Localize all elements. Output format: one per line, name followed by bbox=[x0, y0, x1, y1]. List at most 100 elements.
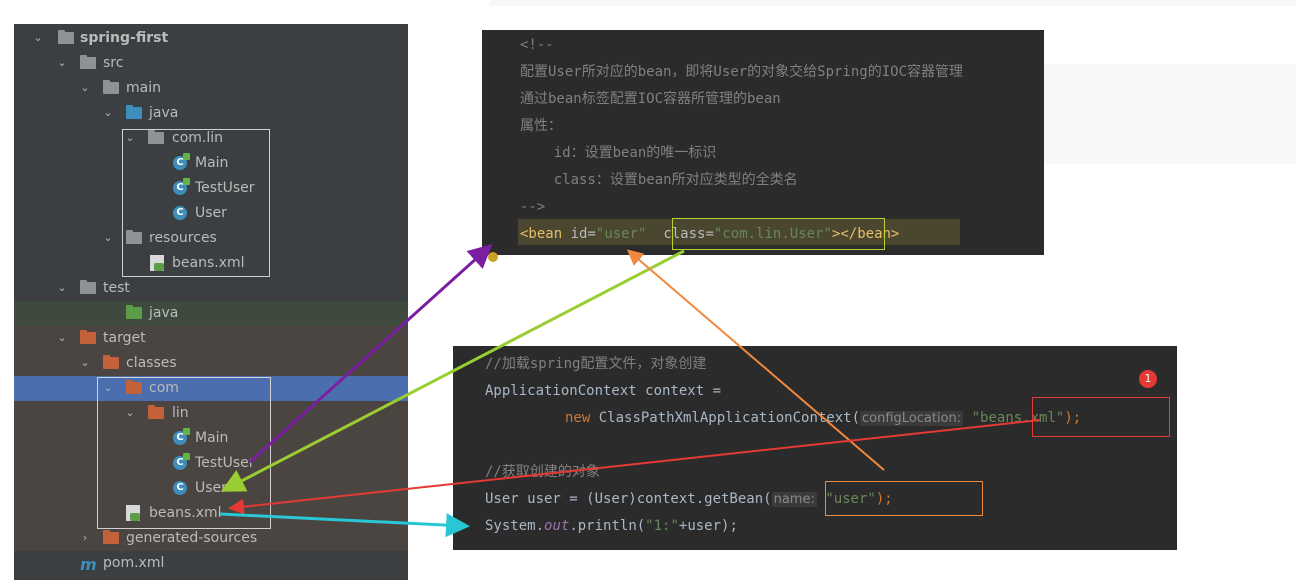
xml-file-icon bbox=[150, 255, 166, 271]
tree-label: User bbox=[195, 205, 227, 221]
tree-row-compiled-xml[interactable]: beans.xml bbox=[14, 501, 408, 526]
java-code-line: User user = (User)context.getBean(name: … bbox=[485, 490, 893, 508]
java-code-line: ApplicationContext context = bbox=[485, 383, 722, 399]
tree-row-classes[interactable]: ⌄ classes bbox=[14, 351, 408, 376]
xml-attr: class= bbox=[663, 226, 714, 242]
excluded-folder-icon bbox=[80, 330, 96, 346]
class-icon: C bbox=[172, 453, 190, 471]
tree-row-target[interactable]: ⌄ target bbox=[14, 326, 408, 351]
maven-icon: m bbox=[80, 555, 97, 574]
arrow-green bbox=[220, 249, 685, 492]
tree-label: TestUser bbox=[195, 455, 255, 471]
tree-label: resources bbox=[149, 230, 217, 246]
xml-tag: <bean bbox=[520, 226, 563, 242]
tree-row-test-java[interactable]: java bbox=[14, 301, 408, 326]
xml-value: "user" bbox=[595, 226, 647, 242]
java-comment: //加载spring配置文件，对象创建 bbox=[485, 356, 707, 372]
excluded-folder-icon bbox=[103, 355, 119, 371]
tree-row-lin[interactable]: ⌄ lin bbox=[14, 401, 408, 426]
tree-row-project[interactable]: ⌄ spring-first bbox=[14, 26, 408, 51]
xml-comment-line: 属性： bbox=[520, 118, 562, 134]
tree-row-test[interactable]: ⌄ test bbox=[14, 276, 408, 301]
tree-label: User bbox=[195, 480, 227, 496]
tree-label: generated-sources bbox=[126, 530, 258, 546]
tree-row-xml-file[interactable]: beans.xml bbox=[14, 251, 408, 276]
chevron-down-icon[interactable]: ⌄ bbox=[103, 381, 113, 394]
tree-row-java[interactable]: ⌄ java bbox=[14, 101, 408, 126]
chevron-down-icon[interactable]: ⌄ bbox=[33, 31, 43, 44]
java-code-line: System.out.println("1:"+user); bbox=[485, 517, 738, 535]
tree-label: src bbox=[103, 55, 124, 71]
chevron-down-icon[interactable]: ⌄ bbox=[80, 81, 90, 94]
project-tree: ⌄ spring-first ⌄ src ⌄ main ⌄ java ⌄ com… bbox=[14, 24, 408, 580]
tree-row-pom[interactable]: m pom.xml bbox=[14, 551, 408, 576]
bean-tag-line[interactable]: <bean id="user" class="com.lin.User"></b… bbox=[520, 225, 899, 243]
java-field: out bbox=[544, 518, 570, 534]
chevron-down-icon[interactable]: ⌄ bbox=[57, 281, 67, 294]
class-icon: C bbox=[172, 205, 188, 221]
xml-editor-panel: <!-- 配置User所对应的bean，即将User的对象交给Spring的IO… bbox=[482, 30, 1044, 262]
tree-row-compiled-class[interactable]: C TestUser bbox=[14, 451, 408, 476]
java-string: "user" bbox=[825, 491, 876, 507]
resources-folder-icon bbox=[126, 230, 142, 246]
tree-row-class[interactable]: C User bbox=[14, 201, 408, 226]
excluded-folder-icon bbox=[103, 530, 119, 546]
annotation-box-target bbox=[97, 377, 271, 529]
annotation-box-config bbox=[1032, 397, 1170, 437]
chevron-down-icon[interactable]: ⌄ bbox=[103, 106, 113, 119]
arrow-red bbox=[228, 419, 1041, 515]
chevron-down-icon[interactable]: ⌄ bbox=[125, 406, 135, 419]
annotation-box-name bbox=[825, 481, 983, 516]
tree-label: spring-first bbox=[80, 30, 169, 46]
chevron-right-icon[interactable]: › bbox=[82, 531, 88, 544]
xml-comment-open: <!-- bbox=[520, 37, 554, 53]
param-hint: configLocation: bbox=[860, 411, 964, 426]
tree-label: main bbox=[126, 80, 161, 96]
xml-comment-line: class：设置bean所对应类型的全类名 bbox=[520, 172, 798, 188]
xml-comment-line: 配置User所对应的bean，即将User的对象交给Spring的IOC容器管理 bbox=[520, 64, 964, 80]
class-icon: C bbox=[172, 153, 190, 171]
chevron-down-icon[interactable]: ⌄ bbox=[103, 231, 113, 244]
tree-label: pom.xml bbox=[103, 555, 165, 571]
tree-label: target bbox=[103, 330, 146, 346]
chevron-down-icon[interactable]: ⌄ bbox=[80, 356, 90, 369]
tree-label: java bbox=[149, 305, 179, 321]
tree-row-generated-sources[interactable]: › generated-sources bbox=[14, 526, 408, 551]
tree-row-package[interactable]: ⌄ com.lin bbox=[14, 126, 408, 151]
tree-label: Main bbox=[195, 430, 229, 446]
tree-label: com bbox=[149, 380, 179, 396]
arrow-purple bbox=[248, 243, 493, 464]
test-folder-icon bbox=[126, 305, 142, 321]
arrow-cyan bbox=[219, 512, 470, 538]
class-icon: C bbox=[172, 178, 190, 196]
tree-row-resources[interactable]: ⌄ resources bbox=[14, 226, 408, 251]
package-icon bbox=[148, 130, 164, 146]
chevron-down-icon[interactable]: ⌄ bbox=[57, 331, 67, 344]
tree-label: java bbox=[149, 105, 179, 121]
tree-row-class[interactable]: C Main bbox=[14, 151, 408, 176]
excluded-folder-icon bbox=[148, 405, 164, 421]
class-icon: C bbox=[172, 480, 188, 496]
tree-row-class[interactable]: C TestUser bbox=[14, 176, 408, 201]
java-call: +user); bbox=[678, 518, 738, 534]
java-editor-panel: //加载spring配置文件，对象创建 ApplicationContext c… bbox=[453, 346, 1177, 550]
java-code-line: new ClassPathXmlApplicationContext(confi… bbox=[565, 409, 1081, 427]
tree-label: lin bbox=[172, 405, 189, 421]
excluded-folder-icon bbox=[126, 380, 142, 396]
source-folder-icon bbox=[126, 105, 142, 121]
annotation-box-class bbox=[672, 218, 885, 250]
error-badge: 1 bbox=[1139, 370, 1157, 388]
xml-value: "com.lin.User" bbox=[713, 226, 832, 242]
highlighted-line bbox=[518, 219, 960, 245]
tree-row-main[interactable]: ⌄ main bbox=[14, 76, 408, 101]
java-call: User user = (User)context.getBean( bbox=[485, 491, 772, 507]
chevron-down-icon[interactable]: ⌄ bbox=[57, 56, 67, 69]
xml-comment-line: 通过bean标签配置IOC容器所管理的bean bbox=[520, 91, 781, 107]
xml-attr: id= bbox=[570, 226, 596, 242]
bulb-icon[interactable] bbox=[488, 252, 498, 262]
xml-comment-line: id：设置bean的唯一标识 bbox=[520, 145, 717, 161]
tree-row-src[interactable]: ⌄ src bbox=[14, 51, 408, 76]
chevron-down-icon[interactable]: ⌄ bbox=[125, 131, 135, 144]
java-call: .println( bbox=[569, 518, 646, 534]
